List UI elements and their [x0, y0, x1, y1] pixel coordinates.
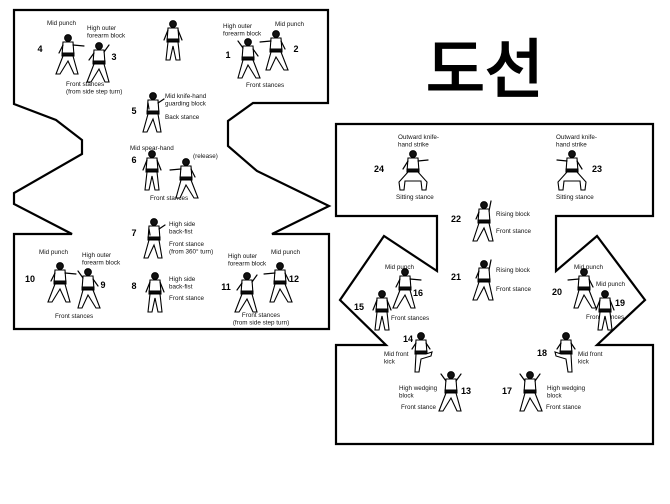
move-caption-24: Sitting stance — [396, 194, 434, 201]
move-number-7: 7 — [131, 228, 136, 238]
move-caption-23: Sitting stance — [556, 194, 594, 201]
figure-15 — [372, 290, 392, 331]
move-number-19: 19 — [615, 298, 625, 308]
move-number-14: 14 — [403, 334, 413, 344]
figure-4 — [55, 34, 85, 75]
figure-21 — [472, 259, 494, 301]
right-diagram-outline — [334, 122, 655, 446]
move-caption-6: Mid spear-hand — [130, 145, 174, 152]
move-number-1: 1 — [225, 50, 230, 60]
figure-11 — [234, 272, 258, 313]
pattern-title: 도선 — [426, 34, 544, 108]
move-caption-10: Mid punch — [39, 249, 69, 256]
move-caption-9-10: Front stances — [55, 313, 93, 320]
move-caption-3-4: Front stances(from side step turn) — [66, 81, 122, 95]
move-number-2: 2 — [293, 44, 298, 54]
move-number-5: 5 — [131, 106, 136, 116]
move-number-15: 15 — [354, 302, 364, 312]
move-caption-22: Rising block — [496, 211, 531, 218]
move-caption-5: Back stance — [165, 114, 200, 121]
move-number-17: 17 — [502, 386, 512, 396]
figure-19 — [595, 290, 615, 331]
figure-8 — [145, 272, 165, 313]
figure-13 — [438, 371, 462, 412]
move-caption-23: Outward knife-hand strike — [556, 134, 597, 148]
move-number-3: 3 — [111, 52, 116, 62]
figure-20 — [567, 268, 597, 309]
figure-6b — [169, 158, 199, 199]
move-caption-24: Outward knife-hand strike — [398, 134, 439, 148]
figure-22 — [472, 200, 494, 242]
move-caption-16: Mid punch — [385, 264, 415, 271]
figure-2 — [259, 30, 289, 71]
figure-6a — [142, 150, 162, 191]
start-figure — [163, 20, 183, 61]
move-number-20: 20 — [552, 287, 562, 297]
figure-3 — [86, 42, 110, 83]
move-number-24: 24 — [374, 164, 384, 174]
figure-5 — [142, 92, 165, 133]
figure-17 — [519, 371, 543, 412]
move-caption-6: (release) — [193, 153, 218, 160]
move-caption-1-2: Front stances — [246, 82, 284, 89]
move-caption-19: Mid punch — [596, 281, 626, 288]
figure-10 — [47, 262, 77, 303]
move-caption-22: Front stance — [496, 228, 531, 235]
move-caption-17: Front stance — [546, 404, 581, 411]
move-number-16: 16 — [413, 288, 423, 298]
move-number-18: 18 — [537, 348, 547, 358]
move-number-4: 4 — [37, 44, 42, 54]
move-caption-13: Front stance — [401, 404, 436, 411]
move-caption-21: Rising block — [496, 267, 531, 274]
move-caption-4: Mid punch — [47, 20, 77, 27]
figure-14 — [411, 332, 433, 373]
figure-18 — [554, 332, 576, 373]
move-caption-12: Mid punch — [271, 249, 301, 256]
move-number-9: 9 — [100, 280, 105, 290]
move-number-12: 12 — [289, 274, 299, 284]
figure-7 — [143, 218, 166, 259]
figure-16 — [392, 268, 422, 309]
figure-9 — [77, 268, 101, 309]
move-number-21: 21 — [451, 272, 461, 282]
move-caption-7: Front stance(from 360° turn) — [169, 241, 213, 255]
move-caption-20: Mid punch — [574, 264, 604, 271]
move-caption-6: Front stances — [150, 195, 188, 202]
move-number-11: 11 — [221, 282, 231, 292]
left-diagram-outline — [12, 8, 332, 331]
move-caption-16: Front stances — [391, 315, 429, 322]
move-number-13: 13 — [461, 386, 471, 396]
figure-1 — [237, 38, 261, 79]
move-number-8: 8 — [131, 281, 136, 291]
move-number-23: 23 — [592, 164, 602, 174]
move-caption-8: Front stance — [169, 295, 204, 302]
move-number-10: 10 — [25, 274, 35, 284]
move-caption-2: Mid punch — [275, 21, 305, 28]
figure-23 — [556, 150, 587, 191]
figure-12 — [263, 262, 293, 303]
move-number-22: 22 — [451, 214, 461, 224]
move-caption-21: Front stance — [496, 286, 531, 293]
move-number-6: 6 — [131, 155, 136, 165]
move-caption-11-12: Front stances(from side step turn) — [233, 312, 289, 326]
figure-24 — [398, 150, 429, 191]
